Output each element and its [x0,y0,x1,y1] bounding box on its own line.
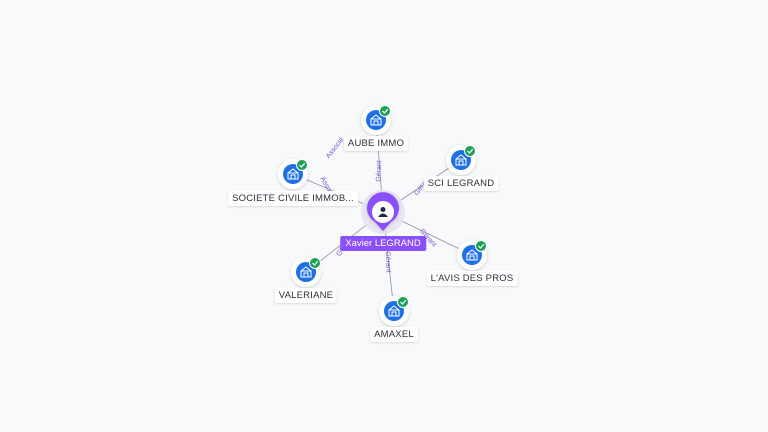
company-label-societe[interactable]: SOCIETE CIVILE IMMOB... [228,191,358,206]
company-label-amaxel[interactable]: AMAXEL [370,327,418,342]
person-icon [378,207,388,217]
edge-label-societe: Associé [325,136,346,160]
company-node-societe[interactable] [278,159,308,189]
verified-check-icon [296,159,308,171]
company-label-valeriane[interactable]: VALERIANE [274,288,338,303]
building-icon [466,249,478,261]
person-label[interactable]: Xavier LEGRAND [340,236,426,251]
nodes [278,105,487,326]
company-node-sci[interactable] [446,145,476,175]
edge-label-amaxel: Gérant [384,251,392,273]
building-icon [455,154,467,166]
verified-check-icon [309,257,321,269]
company-label-lavis[interactable]: L'AVIS DES PROS [426,271,518,286]
verified-check-icon [464,145,476,157]
building-icon [370,114,382,126]
verified-check-icon [379,105,391,117]
edge-label-aube: Gérant [375,160,383,182]
company-label-aube[interactable]: AUBE IMMO [343,136,409,151]
building-icon [300,266,312,278]
verified-check-icon [475,240,487,252]
company-node-lavis[interactable] [457,240,487,270]
person-node[interactable] [361,190,405,234]
company-node-valeriane[interactable] [291,257,321,287]
company-label-sci[interactable]: SCI LEGRAND [423,176,499,191]
building-icon [388,305,400,317]
verified-check-icon [397,296,409,308]
company-node-amaxel[interactable] [379,296,409,326]
company-node-aube[interactable] [361,105,391,135]
building-icon [287,168,299,180]
